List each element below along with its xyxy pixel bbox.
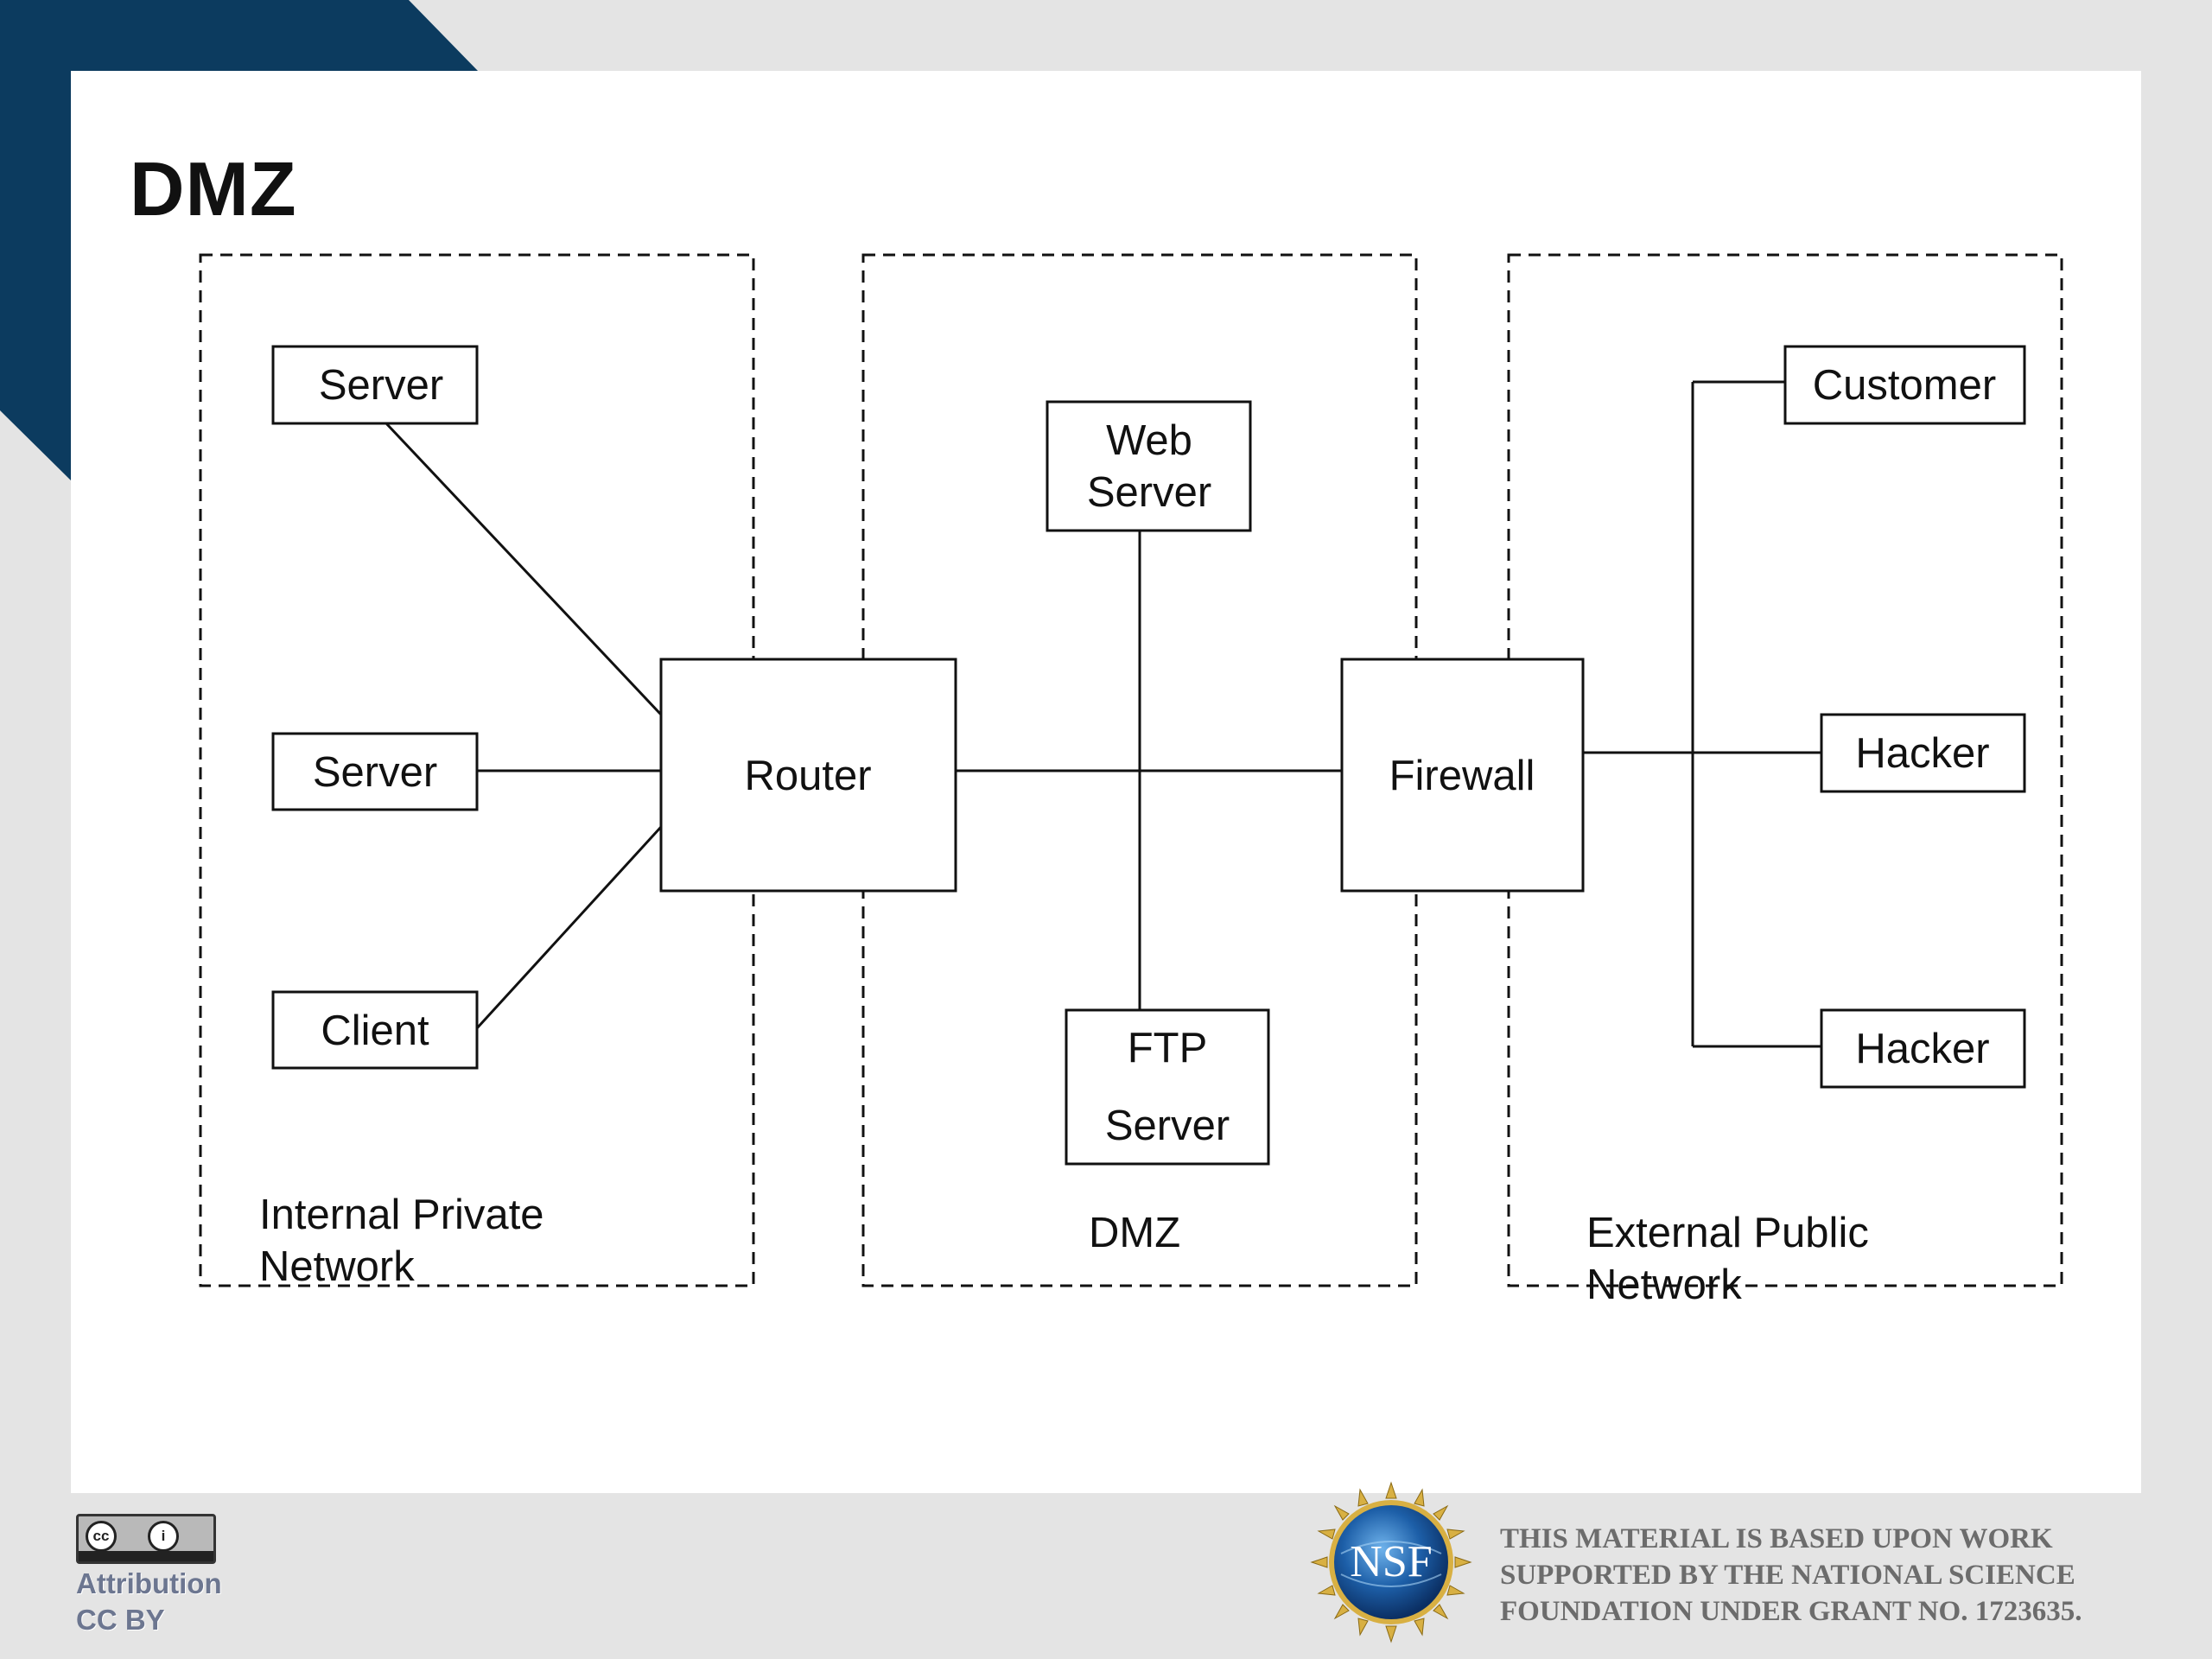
- node-router: [659, 658, 957, 893]
- node-ftp-server-label-line2: Server: [1105, 1103, 1230, 1149]
- node-server-mid-label: Server: [313, 749, 437, 796]
- zone-internal-private: [199, 253, 755, 1287]
- nsf-logo-text: NSF: [1350, 1537, 1432, 1586]
- node-hacker-1-label: Hacker: [1855, 730, 1989, 777]
- node-firewall: [1340, 658, 1585, 893]
- node-router-label: Router: [744, 753, 871, 799]
- zone-internal-label-line1: Internal Private: [259, 1192, 544, 1238]
- cc-icon: cc: [86, 1521, 117, 1552]
- license-badge: cc i Attribution CC BY: [76, 1514, 223, 1652]
- nsf-logo-icon: NSF: [1310, 1481, 1472, 1643]
- node-ftp-server-label-line1: FTP: [1128, 1025, 1208, 1071]
- nsf-text-line2: SUPPORTED BY THE NATIONAL SCIENCE: [1500, 1560, 2075, 1591]
- node-firewall-label: Firewall: [1389, 753, 1535, 799]
- nsf-text-line3: FOUNDATION UNDER GRANT NO. 1723635.: [1500, 1596, 2082, 1627]
- node-customer: [1783, 345, 2026, 425]
- node-client: [271, 990, 479, 1070]
- link-client-router: [475, 825, 663, 1030]
- slide-title: DMZ: [130, 146, 297, 232]
- link-server-top-router: [385, 422, 663, 716]
- license-label-attribution: Attribution: [76, 1567, 222, 1599]
- node-server-mid: [271, 732, 479, 811]
- nsf-acknowledgement: NSF THIS MATERIAL IS BASED UPON WORK SUP…: [1306, 1478, 2205, 1650]
- zone-external-label-line1: External Public: [1586, 1210, 1869, 1256]
- node-server-top: [271, 345, 479, 425]
- corner-accent: [0, 0, 478, 480]
- zone-dmz-label: DMZ: [1089, 1210, 1180, 1256]
- node-web-server-label-line2: Server: [1087, 469, 1211, 516]
- node-hacker-1: [1820, 713, 2026, 793]
- node-customer-label: Customer: [1813, 362, 1996, 409]
- node-server-top-label: Server: [319, 362, 443, 409]
- by-person-icon: i: [148, 1521, 179, 1552]
- license-label-cc-by: CC BY: [76, 1604, 165, 1636]
- nsf-grant-text: THIS MATERIAL IS BASED UPON WORK SUPPORT…: [1500, 1521, 2082, 1630]
- node-web-server-label-line1: Web: [1106, 417, 1192, 464]
- node-hacker-2-label: Hacker: [1855, 1026, 1989, 1072]
- zone-internal-label-line2: Network: [259, 1243, 415, 1290]
- cc-by-badge-icon: cc i: [76, 1514, 216, 1564]
- node-ftp-server: [1065, 1008, 1270, 1166]
- nsf-text-line1: THIS MATERIAL IS BASED UPON WORK: [1500, 1523, 2053, 1554]
- zone-external-label-line2: Network: [1586, 1262, 1742, 1308]
- node-web-server: [1046, 400, 1252, 532]
- node-hacker-2: [1820, 1008, 2026, 1089]
- node-client-label: Client: [321, 1007, 429, 1054]
